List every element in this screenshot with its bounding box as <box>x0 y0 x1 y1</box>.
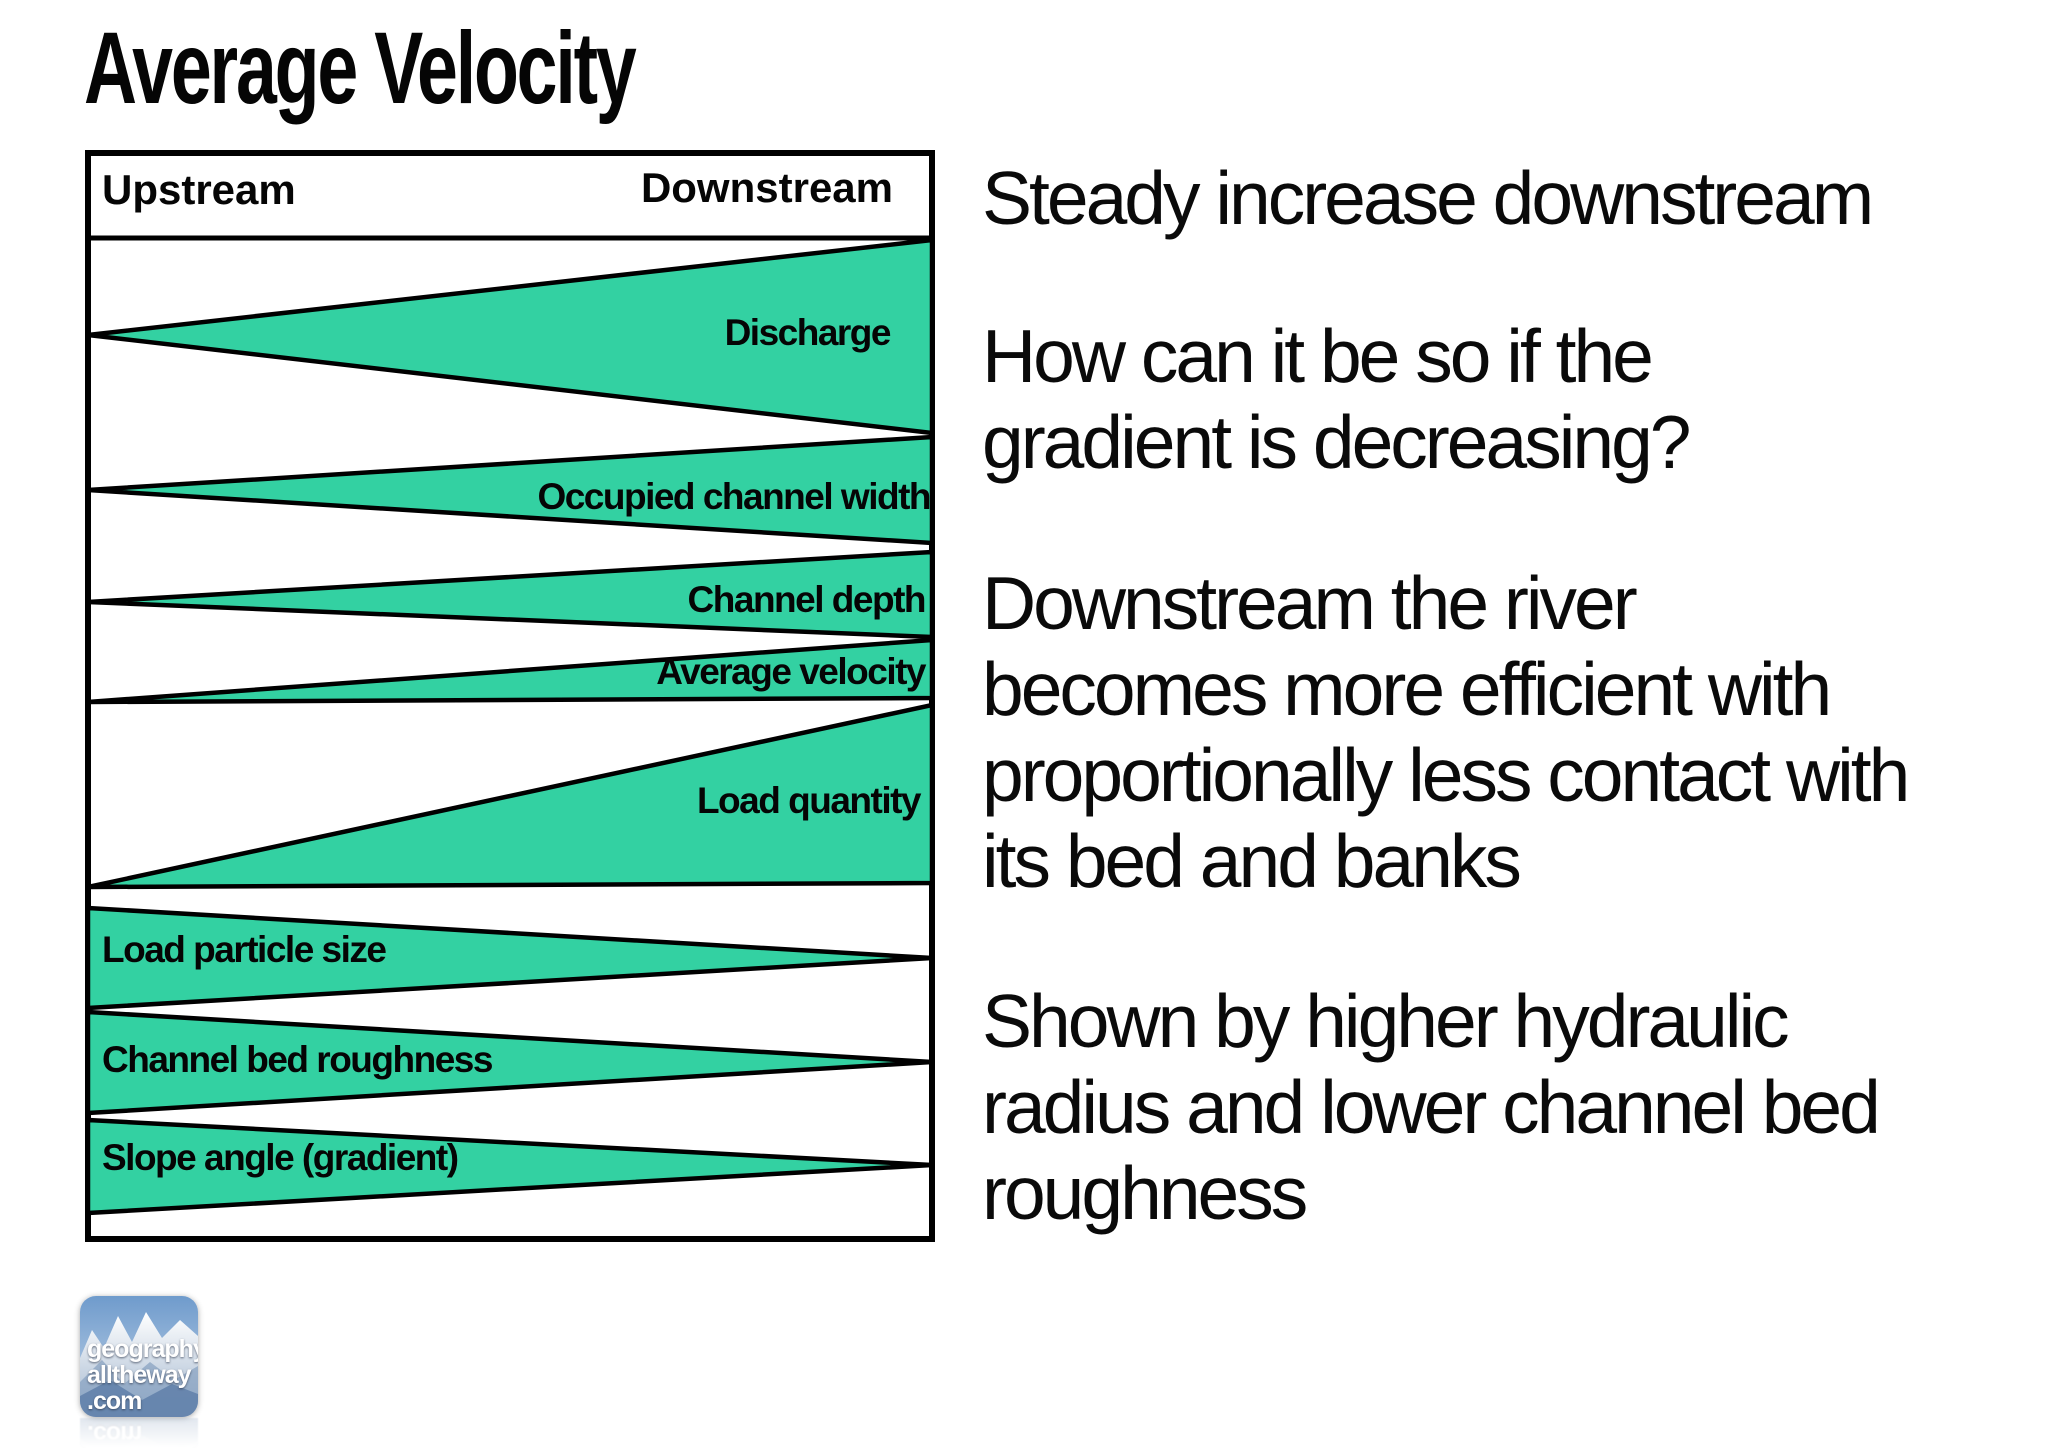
downstream-label: Downstream <box>640 164 893 211</box>
channel-bed-roughness-wedge <box>85 1009 933 1116</box>
note-steady-increase: Steady increase downstream <box>982 156 1874 240</box>
note-gradient-question: How can it be so if the gradient is decr… <box>982 314 1691 484</box>
page-title: Average Velocity <box>84 11 637 125</box>
wedge-label-slope-angle: Slope angle (gradient) <box>102 1137 459 1178</box>
wedge-label-occupied-channel-width: Occupied channel width <box>537 476 931 517</box>
load-quantity-wedge <box>87 702 935 890</box>
discharge-wedge <box>87 237 935 436</box>
slope-angle-wedge <box>85 1117 933 1216</box>
river-profile-diagram <box>85 150 935 1242</box>
upstream-label: Upstream <box>102 166 296 213</box>
wedge-label-load-particle-size: Load particle size <box>102 929 387 970</box>
load-particle-size-wedge <box>85 905 933 1011</box>
note-efficiency: Downstream the river becomes more effici… <box>982 561 1910 903</box>
average-velocity-wedge <box>87 637 935 705</box>
wedge-label-channel-depth: Channel depth <box>687 579 927 620</box>
mountain-photo <box>80 1418 198 1448</box>
wedge-label-channel-bed-roughness: Channel bed roughness <box>102 1039 493 1080</box>
wedge-label-load-quantity: Load quantity <box>696 780 922 821</box>
geographyalltheway-logo: geography alltheway .com <box>80 1296 198 1417</box>
logo-reflection: geography alltheway .com <box>80 1418 198 1448</box>
wedge-label-average-velocity: Average velocity <box>656 651 926 692</box>
channel-depth-wedge <box>87 549 935 640</box>
logo-text: geography alltheway .com <box>87 1335 198 1415</box>
note-hydraulic-radius: Shown by higher hydraulic radius and low… <box>982 979 1881 1235</box>
logo-area: geography alltheway .com <box>80 1296 198 1448</box>
occupied-channel-width-wedge <box>87 434 935 546</box>
mountain-photo <box>80 1296 198 1417</box>
wedge-label-discharge: Discharge <box>724 312 892 353</box>
